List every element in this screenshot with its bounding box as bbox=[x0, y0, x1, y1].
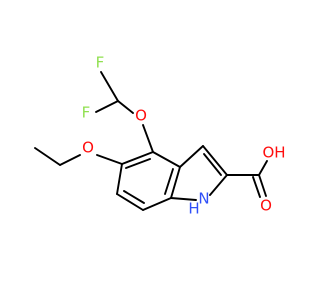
atom-o-hydroxyl: OH bbox=[262, 144, 285, 162]
structure-canvas: F F O O OH O H N bbox=[34, 54, 286, 218]
molecule-diagram: F F O O OH O H N bbox=[34, 54, 286, 218]
bond-c-oh bbox=[258, 160, 268, 176]
bond-c4-c3a bbox=[152, 151, 181, 168]
bond-o-c4 bbox=[142, 124, 154, 153]
atom-f-top: F bbox=[96, 54, 105, 72]
bond-c-o-double-2 bbox=[252, 176, 261, 198]
bond-c2-n bbox=[209, 174, 228, 196]
bond-c6-c7-inner bbox=[123, 190, 145, 204]
bond-c3a-c3 bbox=[179, 145, 204, 168]
bond-c7-c7a bbox=[142, 197, 172, 211]
bond-c4-c5 bbox=[121, 151, 154, 165]
atom-o-ethoxy: O bbox=[82, 139, 94, 157]
atom-labels: F F O O OH O H N bbox=[82, 54, 286, 218]
atom-n: N bbox=[198, 190, 209, 208]
bond-c7a-c3a-inner bbox=[164, 168, 174, 195]
bond-c-f-top bbox=[100, 71, 119, 102]
bond-c6-c7 bbox=[116, 193, 144, 211]
bond-o-ch2 bbox=[59, 154, 81, 166]
bond-c3-c2-inner bbox=[203, 153, 222, 176]
atom-o-carbonyl: O bbox=[260, 197, 272, 215]
bond-c-o-top bbox=[117, 100, 134, 114]
bond-c5-c6 bbox=[116, 163, 123, 195]
atom-o-ether-top: O bbox=[135, 107, 147, 125]
bond-c7a-c3a bbox=[170, 166, 181, 199]
bond-c-o-double-1 bbox=[258, 174, 267, 197]
bond-c-f-bottom bbox=[95, 100, 119, 113]
atom-n-hydrogen: H bbox=[188, 200, 199, 218]
bond-n-c7a bbox=[170, 197, 197, 201]
bond-c5-o-ethoxy bbox=[96, 154, 123, 165]
bond-c3-c2 bbox=[202, 145, 228, 176]
bond-c4-c5-inner bbox=[125, 158, 151, 169]
bonds bbox=[34, 71, 268, 211]
atom-f-bottom: F bbox=[82, 104, 91, 122]
bond-ch2-ch3 bbox=[34, 147, 61, 166]
